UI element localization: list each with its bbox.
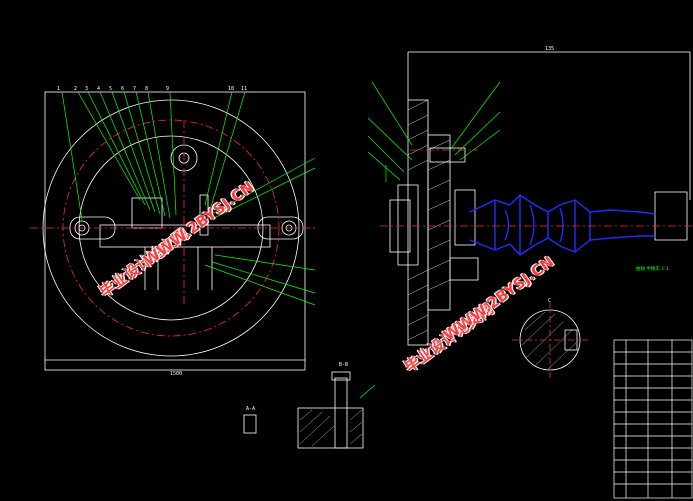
end-block	[654, 191, 688, 241]
section-view	[389, 51, 691, 346]
svg-text:6: 6	[121, 86, 124, 92]
svg-text:3: 3	[85, 86, 88, 92]
section-label: C	[548, 298, 551, 304]
main-dimension: 1500	[170, 371, 182, 377]
svg-text:9: 9	[166, 86, 169, 92]
right-dimension: 135	[545, 46, 554, 52]
svg-text:11: 11	[241, 86, 247, 92]
svg-text:10: 10	[228, 86, 234, 92]
svg-text:8: 8	[145, 86, 148, 92]
section-leaders	[367, 81, 501, 182]
svg-text:5: 5	[109, 86, 112, 92]
front-view-centerlines	[30, 119, 315, 337]
detail-view	[243, 371, 364, 449]
detail-label-a: A-A	[246, 406, 255, 412]
section-hatching	[407, 99, 451, 341]
title-block	[613, 339, 693, 499]
section-centerlines	[380, 149, 692, 227]
svg-text:1: 1	[57, 86, 60, 92]
detail-label-b: B-B	[339, 362, 348, 368]
front-view-frame	[44, 91, 306, 371]
clamp-plate	[99, 224, 271, 248]
svg-text:2: 2	[74, 86, 77, 92]
front-view-balloons: 1 2 3 4 5 6 7 8 9 10 11	[57, 86, 247, 92]
crankshaft-part	[469, 194, 656, 256]
front-view-leaders	[61, 91, 316, 306]
note-text: 曲轴 半精车 1:1	[636, 265, 669, 272]
body-block	[427, 134, 451, 311]
svg-text:4: 4	[97, 86, 100, 92]
svg-text:7: 7	[133, 86, 136, 92]
